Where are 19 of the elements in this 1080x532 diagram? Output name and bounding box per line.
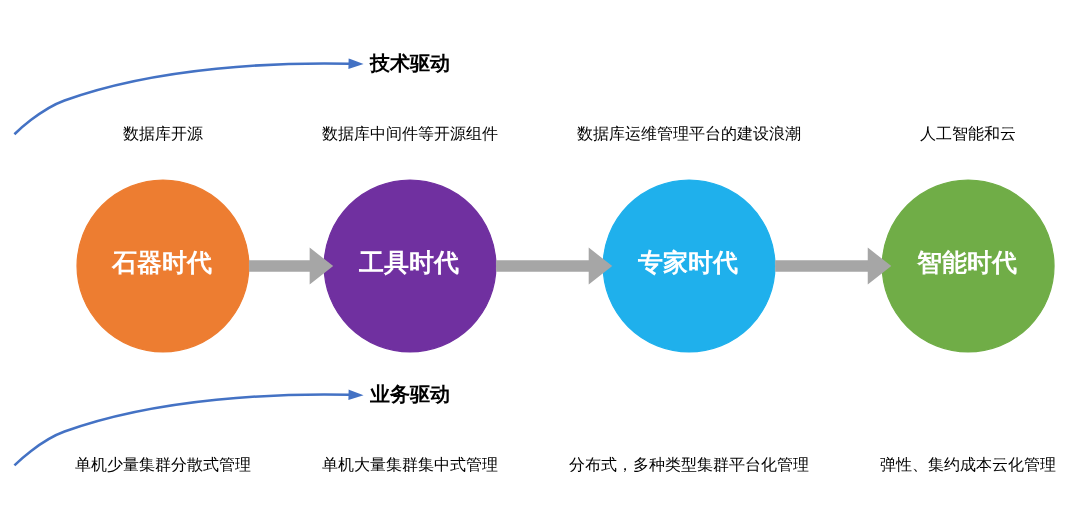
node-circle: 智能时代	[881, 179, 1055, 353]
label: 单机大量集群集中式管理	[322, 454, 499, 474]
node-text: 技术驱动	[369, 51, 450, 76]
label: 数据库开源	[122, 123, 203, 143]
node-circle: 石器时代	[76, 179, 250, 353]
arrow	[13, 58, 364, 136]
label: 单机少量集群分散式管理	[74, 454, 251, 474]
node-circle: 工具时代	[323, 179, 497, 353]
node-text: 业务驱动	[369, 382, 450, 407]
arrow	[775, 247, 892, 285]
label: 弹性、集约成本云化管理	[880, 454, 1057, 474]
label: 数据库运维管理平台的建设浪潮	[577, 123, 802, 143]
arrow	[13, 389, 364, 467]
label: 分布式，多种类型集群平台化管理	[569, 454, 810, 474]
label: 人工智能和云	[920, 123, 1017, 143]
label: 数据库中间件等开源组件	[322, 123, 499, 143]
arrow	[249, 247, 334, 285]
arrow	[496, 247, 613, 285]
node-circle: 专家时代	[602, 179, 776, 353]
